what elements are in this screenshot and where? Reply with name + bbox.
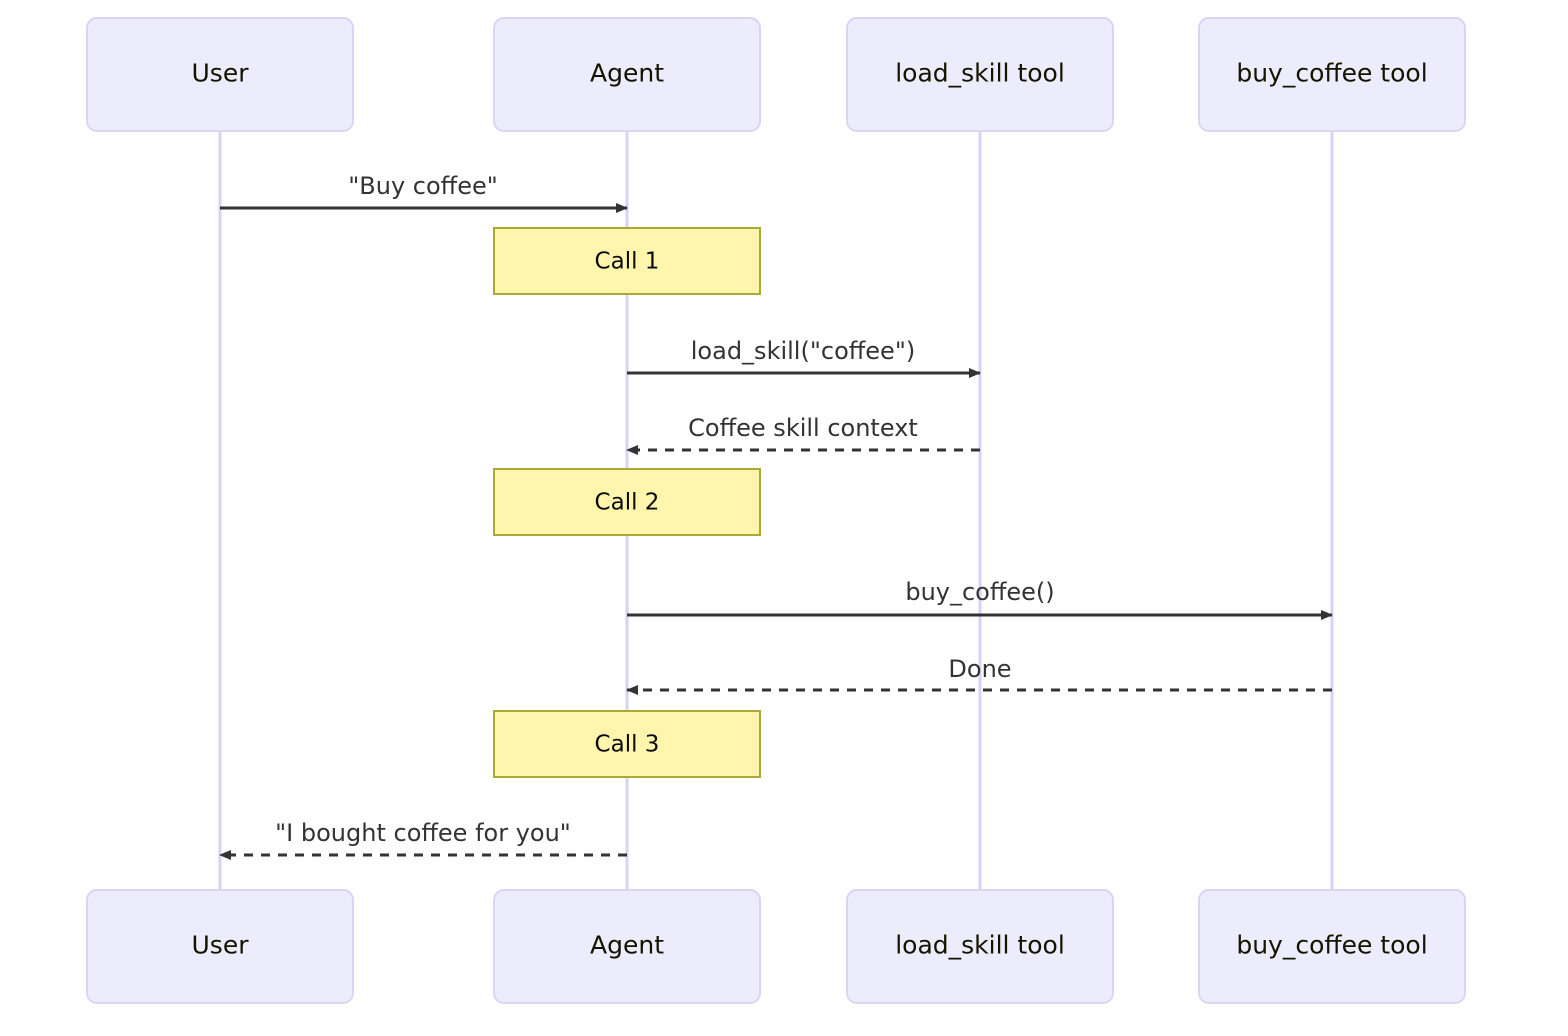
participant-label-user-bottom: User (192, 931, 250, 960)
notes-group: Call 1 Call 2 Call 3 (493, 227, 761, 778)
participant-box-user-top[interactable] (86, 17, 354, 132)
message-label-m1: "Buy coffee" (348, 172, 498, 200)
note-box-n2[interactable] (493, 468, 761, 536)
participant-label-user-top: User (192, 59, 250, 88)
message-m2: load_skill("coffee") (627, 337, 981, 378)
note-label-n1: Call 1 (595, 249, 660, 275)
message-m4: buy_coffee() (627, 578, 1333, 620)
participant-label-load_skill-bottom: load_skill tool (895, 931, 1065, 960)
participant-load_skill-bottom[interactable]: load_skill tool (846, 889, 1114, 1004)
messages-group: "Buy coffee" load_skill("coffee") Coffee s… (219, 172, 1333, 860)
message-label-m6: "I bought coffee for you" (275, 819, 571, 847)
message-label-m2: load_skill("coffee") (691, 337, 915, 365)
message-m5: Done (626, 655, 1332, 695)
participant-box-agent-top[interactable] (493, 17, 761, 132)
participant-load_skill-top[interactable]: load_skill tool (846, 17, 1114, 132)
participant-buy_coffee-top[interactable]: buy_coffee tool (1198, 17, 1466, 132)
participant-label-buy_coffee-top: buy_coffee tool (1236, 59, 1427, 88)
message-m6: "I bought coffee for you" (219, 819, 627, 860)
note-box-n3[interactable] (493, 710, 761, 778)
participant-user-top[interactable]: User (86, 17, 354, 132)
participant-agent-top[interactable]: Agent (493, 17, 761, 132)
participant-box-user-bottom[interactable] (86, 889, 354, 1004)
note-n2[interactable]: Call 2 (493, 468, 761, 536)
participant-buy_coffee-bottom[interactable]: buy_coffee tool (1198, 889, 1466, 1004)
participant-label-agent-bottom: Agent (590, 931, 664, 960)
participant-label-buy_coffee-bottom: buy_coffee tool (1236, 931, 1427, 960)
note-box-n1[interactable] (493, 227, 761, 295)
note-label-n3: Call 3 (595, 732, 660, 758)
lifelines-group (218, 131, 1334, 890)
participant-box-agent-bottom[interactable] (493, 889, 761, 1004)
message-label-m3: Coffee skill context (688, 414, 918, 442)
message-label-m5: Done (948, 655, 1011, 683)
participant-label-load_skill-top: load_skill tool (895, 59, 1065, 88)
participant-agent-bottom[interactable]: Agent (493, 889, 761, 1004)
message-m1: "Buy coffee" (220, 172, 628, 213)
participant-box-buy_coffee-top[interactable] (1198, 17, 1466, 132)
note-label-n2: Call 2 (595, 490, 660, 516)
note-n3[interactable]: Call 3 (493, 710, 761, 778)
participant-box-load_skill-bottom[interactable] (846, 889, 1114, 1004)
message-m3: Coffee skill context (626, 414, 980, 455)
participant-box-buy_coffee-bottom[interactable] (1198, 889, 1466, 1004)
participant-label-agent-top: Agent (590, 59, 664, 88)
participant-user-bottom[interactable]: User (86, 889, 354, 1004)
message-label-m4: buy_coffee() (905, 578, 1054, 606)
note-n1[interactable]: Call 1 (493, 227, 761, 295)
participant-box-load_skill-top[interactable] (846, 17, 1114, 132)
